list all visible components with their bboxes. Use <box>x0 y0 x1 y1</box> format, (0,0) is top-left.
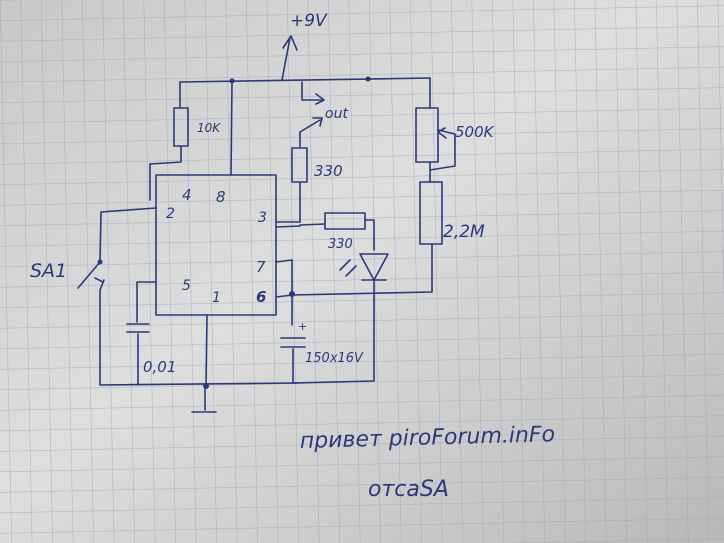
capacitor-001 <box>126 281 157 386</box>
timing-wire <box>275 244 433 326</box>
potentiometer-500k <box>415 107 456 171</box>
pin3-label: 3 <box>258 210 267 226</box>
resistor-2-2m <box>419 161 443 245</box>
resistor-330-top <box>291 117 323 183</box>
capacitor-150uf <box>280 337 375 384</box>
note-line-2: отcaSA <box>368 477 449 502</box>
output-wire <box>275 182 301 228</box>
switch-sa1 <box>94 277 105 291</box>
pin8-wire <box>230 81 233 176</box>
resistor-330-mid <box>299 212 375 251</box>
r-top-label: 330 <box>314 162 343 180</box>
pin7-label: 7 <box>256 258 266 276</box>
pin1-label: 1 <box>212 290 221 306</box>
pin6-label: 6 <box>256 288 266 306</box>
trigger-wire <box>77 207 299 386</box>
supply-arrow-icon <box>281 35 298 81</box>
ground-wire <box>191 314 217 413</box>
cap-plus-label: + <box>298 320 307 333</box>
pin2-label: 2 <box>166 206 175 222</box>
output-arrow-icon <box>301 81 325 105</box>
switch-label: SA1 <box>30 260 67 282</box>
r1-label: 10K <box>197 121 221 135</box>
output-label: out <box>325 106 348 122</box>
pot-label: 500K <box>455 123 495 141</box>
cap-small-label: 0,01 <box>143 358 176 376</box>
pin5-label: 5 <box>182 278 191 294</box>
pin8-label: 8 <box>216 188 226 206</box>
cap-large-label: 150x16V <box>305 351 364 366</box>
led-diode-icon <box>339 253 389 381</box>
ic-555-body <box>155 174 277 316</box>
r-bias-label: 2,2M <box>443 222 485 242</box>
r-mid-label: 330 <box>328 237 353 252</box>
supply-label: +9V <box>290 11 328 31</box>
pin4-label: 4 <box>182 186 192 204</box>
resistor-10k <box>149 107 189 201</box>
power-rail <box>179 76 431 109</box>
